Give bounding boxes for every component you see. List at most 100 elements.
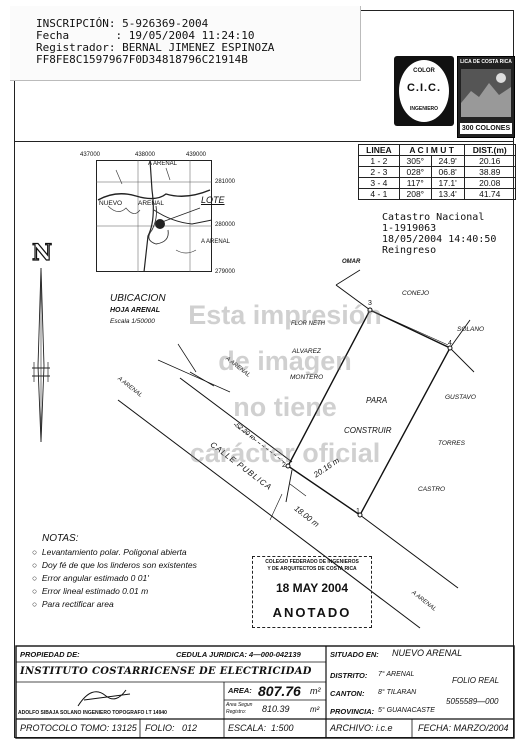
cedula-juridica: CEDULA JURIDICA: 4—000-042139 <box>176 650 301 659</box>
north-arrow-icon <box>32 267 50 443</box>
distrito-label: DISTRITO: <box>330 671 368 680</box>
folio-real-label: FOLIO REAL <box>452 676 500 685</box>
area-segun-label2: Registro: <box>226 709 247 715</box>
catastro-stamp: Catastro Nacional 1-1919063 18/05/2004 1… <box>382 212 496 256</box>
colegio-seal-letters: C.I.C. <box>406 82 442 94</box>
coord-label: 280000 <box>215 222 236 228</box>
note-text: Para rectificar area <box>41 599 114 609</box>
north-label: N <box>31 239 53 266</box>
area-segun-value: 810.39 <box>262 704 290 714</box>
bullet-icon: ○ <box>32 547 42 557</box>
vertex-2-label: 2 <box>282 462 286 469</box>
protocolo-tomo: PROTOCOLO TOMO: 13125 <box>20 723 137 733</box>
canton-label: CANTON: <box>330 689 365 698</box>
canton-value: 8° TILARAN <box>378 689 417 696</box>
area-segun-unit: m² <box>310 705 320 714</box>
lbl-flor: FLOR NETH <box>291 321 326 327</box>
watermark-line3: no tiene <box>233 392 337 422</box>
colegio-seal-top: COLOR <box>413 68 435 74</box>
map-a-arenal-top: A ARENAL <box>148 161 178 167</box>
watermark-line1: Esta impresión <box>188 300 382 330</box>
lbl-solano: SOLANO <box>457 326 485 333</box>
road-edge <box>189 371 215 387</box>
situado-value: NUEVO ARENAL <box>392 648 463 658</box>
road-edge <box>179 377 293 463</box>
map-a-arenal-right: A ARENAL <box>201 239 231 245</box>
note-text: Error lineal estimado 0.01 m <box>41 586 149 596</box>
boundary-line <box>449 347 475 373</box>
revenue-stamp-scene-icon <box>461 69 511 117</box>
lbl-castro: CASTRO <box>418 486 446 493</box>
colegio-seal-bottom: INGENIERO <box>409 106 439 112</box>
coord-label: 279000 <box>215 269 236 275</box>
folio-real-value: 5055589—000 <box>446 697 499 706</box>
table-cell: 208° <box>398 188 432 200</box>
vertex-marker <box>447 345 453 351</box>
vertex-marker <box>285 463 291 469</box>
lbl-omar: OMAR <box>342 259 361 265</box>
list-item: ○ Doy fé de que los linderos son existen… <box>32 560 197 570</box>
lbl-construir: CONSTRUIR <box>344 426 392 435</box>
map-nuevo: NUEVO <box>99 200 123 207</box>
archivo: ARCHIVO: i.c.e <box>330 723 393 733</box>
signature-icon <box>77 689 131 707</box>
list-item: ○ Error angular estimado 0 01' <box>32 573 149 583</box>
note-text: Levantamiento polar. Poligonal abierta <box>41 547 187 557</box>
anotado-stamp: COLEGIO FEDERADO DE INGENIEROS Y DE ARQU… <box>252 556 372 628</box>
coord-label: 437000 <box>80 152 101 158</box>
vertex-marker <box>367 307 373 313</box>
dimension-line <box>233 423 285 463</box>
registrador-line: Registrador: BERNAL JIMENEZ ESPINOZA <box>36 41 275 54</box>
street-line <box>157 359 231 393</box>
map-lote: LOTE <box>201 195 225 205</box>
lbl-gustavo: GUSTAVO <box>445 394 476 401</box>
area-label: AREA: <box>228 686 252 695</box>
folio: FOLIO: 012 <box>145 723 198 733</box>
coord-label: 438000 <box>135 152 156 158</box>
header-band <box>14 10 514 142</box>
road-edge <box>117 399 421 629</box>
stamp-date: 18 MAY 2004 <box>275 581 349 595</box>
stamp-anotado: ANOTADO <box>272 605 352 620</box>
bullet-icon: ○ <box>32 560 42 570</box>
catastro-line4: Reingreso <box>382 245 437 256</box>
vertex-3-label: 3 <box>368 300 372 307</box>
vertex-4-label: 4 <box>448 340 452 347</box>
street-line <box>177 343 197 373</box>
revenue-stamp-value: 300 COLONES <box>460 123 512 134</box>
propietario: INSTITUTO COSTARRICENSE DE ELECTRICIDAD <box>20 666 312 677</box>
distrito-value: 7° ARENAL <box>378 671 415 678</box>
table-cell: 41.74 <box>463 188 516 200</box>
stamp-line1: COLEGIO FEDERADO DE INGENIEROS <box>265 559 359 565</box>
catastro-line3: 18/05/2004 14:40:50 <box>382 234 497 245</box>
provincia-label: PROVINCIA: <box>330 707 375 716</box>
colegio-seal-disc <box>399 60 449 122</box>
area-segun-label1: Area Segun <box>226 702 253 708</box>
vertex-1-label: 1 <box>356 508 360 515</box>
ubicacion-title: UBICACION <box>110 293 166 304</box>
ubicacion-hoja: HOJA ARENAL <box>110 307 161 314</box>
list-item: ○ Levantamiento polar. Poligonal abierta <box>32 547 187 557</box>
note-text: Doy fé de que los linderos son existente… <box>41 560 197 570</box>
catastro-line2: 1-1919063 <box>382 223 437 234</box>
watermark-line2: de imagen <box>218 346 352 376</box>
fecha-line: Fecha : 19/05/2004 11:24:10 <box>36 29 255 42</box>
inscripcion-line: INSCRIPCIÓN: 5-926369-2004 <box>36 17 209 30</box>
coord-label: 281000 <box>215 179 236 185</box>
colegio-seal: COLOR C.I.C. INGENIERO <box>394 56 454 126</box>
dimension-line <box>285 469 293 503</box>
ubicacion-escala: Escala 1/50000 <box>110 318 155 325</box>
road-edge <box>359 514 459 589</box>
topografo: ADOLFO SIBAJA SOLANO INGENIERO TOPOGRAFO… <box>18 710 167 716</box>
list-item: ○ Para rectificar area <box>32 599 114 609</box>
provincia-value: 5° GUANACASTE <box>378 707 435 714</box>
bullet-icon: ○ <box>32 599 42 609</box>
lbl-conejo: CONEJO <box>402 290 430 297</box>
coord-label: 439000 <box>186 152 207 158</box>
